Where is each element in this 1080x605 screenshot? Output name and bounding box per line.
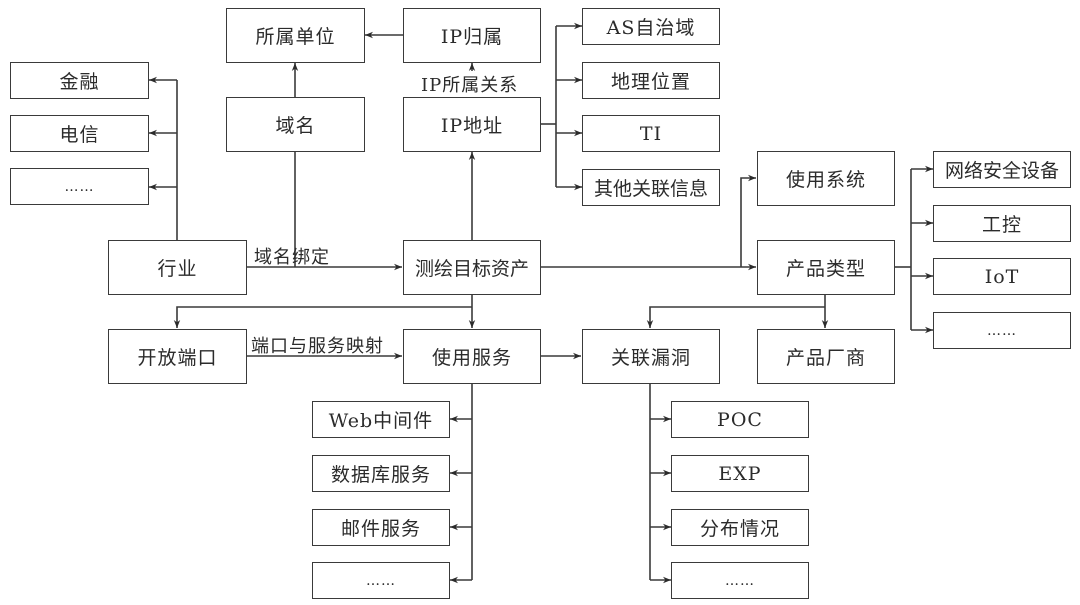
node-finance: 金融 [10, 62, 149, 99]
node-product-vendor: 产品厂商 [757, 329, 895, 384]
node-db-service: 数据库服务 [312, 455, 450, 492]
node-product-type-more: …… [933, 312, 1071, 349]
node-target-asset: 测绘目标资产 [403, 240, 541, 295]
node-industry: 行业 [108, 240, 247, 295]
node-ip-owner: IP归属 [403, 8, 541, 63]
edge-target-openport [173, 306, 472, 328]
node-used-service: 使用服务 [403, 329, 541, 384]
node-web-middleware: Web中间件 [312, 401, 450, 438]
node-owner-unit: 所属单位 [226, 8, 365, 63]
label-domain-binding: 域名绑定 [254, 247, 330, 268]
edge-target-usedsystem [740, 174, 756, 267]
node-used-system: 使用系统 [757, 151, 895, 206]
node-poc: POC [671, 401, 809, 438]
node-domain: 域名 [226, 97, 365, 152]
node-related-vuln: 关联漏洞 [582, 329, 720, 384]
node-vuln-more: …… [671, 562, 809, 599]
node-other-info: 其他关联信息 [582, 169, 720, 206]
node-service-more: …… [312, 562, 450, 599]
node-mail-service: 邮件服务 [312, 509, 450, 546]
node-security-device: 网络安全设备 [933, 151, 1071, 188]
node-as-domain: AS自治域 [582, 8, 720, 45]
label-ip-relation: IP所属关系 [421, 71, 519, 97]
node-ics: 工控 [933, 205, 1071, 242]
edge-pt-vuln [646, 306, 825, 328]
node-industry-more: …… [10, 168, 149, 205]
label-port-service-mapping: 端口与服务映射 [251, 336, 384, 357]
node-product-type: 产品类型 [757, 240, 895, 295]
node-geo-location: 地理位置 [582, 62, 720, 99]
node-ti: TI [582, 115, 720, 152]
node-ip-address: IP地址 [403, 97, 541, 152]
node-exp: EXP [671, 455, 809, 492]
node-telecom: 电信 [10, 115, 149, 152]
node-iot: IoT [933, 258, 1071, 295]
node-open-port: 开放端口 [108, 329, 247, 384]
node-distribution: 分布情况 [671, 509, 809, 546]
